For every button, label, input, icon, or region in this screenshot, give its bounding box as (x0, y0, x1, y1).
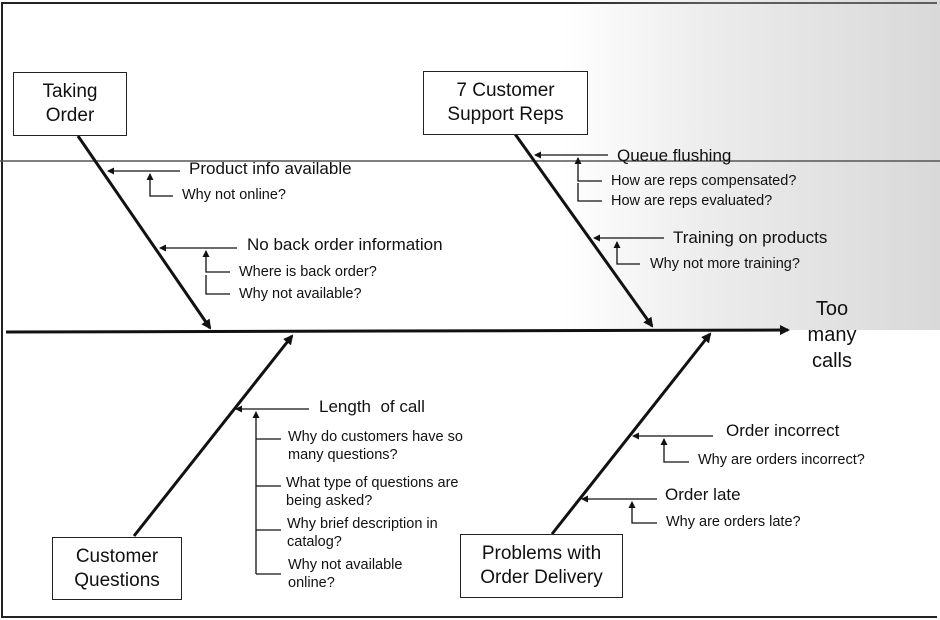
why-connector (660, 438, 689, 463)
effect-line: calls (811, 350, 852, 372)
category-label-line: Taking (42, 81, 98, 102)
effect-line: many (807, 324, 857, 346)
effect-label: Too many calls (796, 296, 868, 374)
spine-arrow (5, 325, 790, 336)
why-label: Why not more training? (650, 256, 800, 272)
why-connector (202, 250, 230, 273)
why-line: What type of questions are (286, 475, 459, 491)
category-box-customer-questions: Customer Questions (52, 537, 182, 600)
why-label: How are reps compensated? (611, 173, 797, 189)
bone-order-delivery (550, 332, 712, 535)
why-line: catalog? (287, 534, 342, 550)
category-label-line: Problems with (481, 543, 602, 564)
why-label: How are reps evaluated? (611, 193, 773, 209)
why-connector (577, 183, 602, 202)
why-label: Why do customers have so many questions? (288, 428, 463, 464)
category-label-line: Order Delivery (480, 567, 603, 588)
why-label: Why are orders late? (666, 514, 801, 530)
category-box-order-delivery: Problems with Order Delivery (460, 534, 623, 598)
why-line: Why brief description in (287, 516, 438, 532)
bone-customer-questions (132, 334, 294, 537)
category-label-line: Questions (74, 569, 160, 591)
why-connector (205, 275, 230, 295)
cause-label: No back order information (247, 235, 443, 254)
cause-label: Length of call (319, 397, 425, 416)
category-box-support-reps: 7 Customer Support Reps (423, 71, 588, 135)
cause-label: Training on products (673, 228, 828, 247)
why-label: Why not available online? (288, 556, 402, 592)
cause-label: Order late (665, 485, 741, 504)
why-connector (628, 501, 657, 524)
why-label: What type of questions are being asked? (286, 474, 459, 510)
why-line: Why do customers have so (288, 429, 463, 445)
category-label-line: 7 Customer (456, 80, 555, 101)
why-connector (613, 241, 640, 265)
scan-shadow (560, 0, 940, 330)
cause-label: Queue flushing (617, 146, 732, 165)
effect-line: Too (815, 298, 849, 320)
cause-label: Product info available (189, 159, 352, 178)
category-label-line: Customer (75, 545, 159, 567)
category-label-line: Support Reps (447, 104, 564, 125)
category-label-line: Order (45, 105, 95, 126)
bone-taking-order (76, 135, 212, 330)
category-box-taking-order: Taking Order (13, 72, 127, 136)
cause-label: Order incorrect (726, 421, 840, 440)
why-label: Where is back order? (239, 264, 377, 280)
why-label: Why brief description in catalog? (287, 515, 438, 551)
why-line: many questions? (288, 447, 398, 463)
why-label: Why not online? (182, 187, 286, 203)
why-connector (574, 157, 602, 182)
why-connector (146, 173, 173, 197)
why-label: Why are orders incorrect? (698, 452, 865, 468)
why-label: Why not available? (239, 286, 362, 302)
why-line: Why not available (288, 557, 403, 573)
why-line: being asked? (286, 493, 373, 509)
why-line: online? (288, 575, 335, 591)
bone-support-reps (513, 133, 654, 328)
